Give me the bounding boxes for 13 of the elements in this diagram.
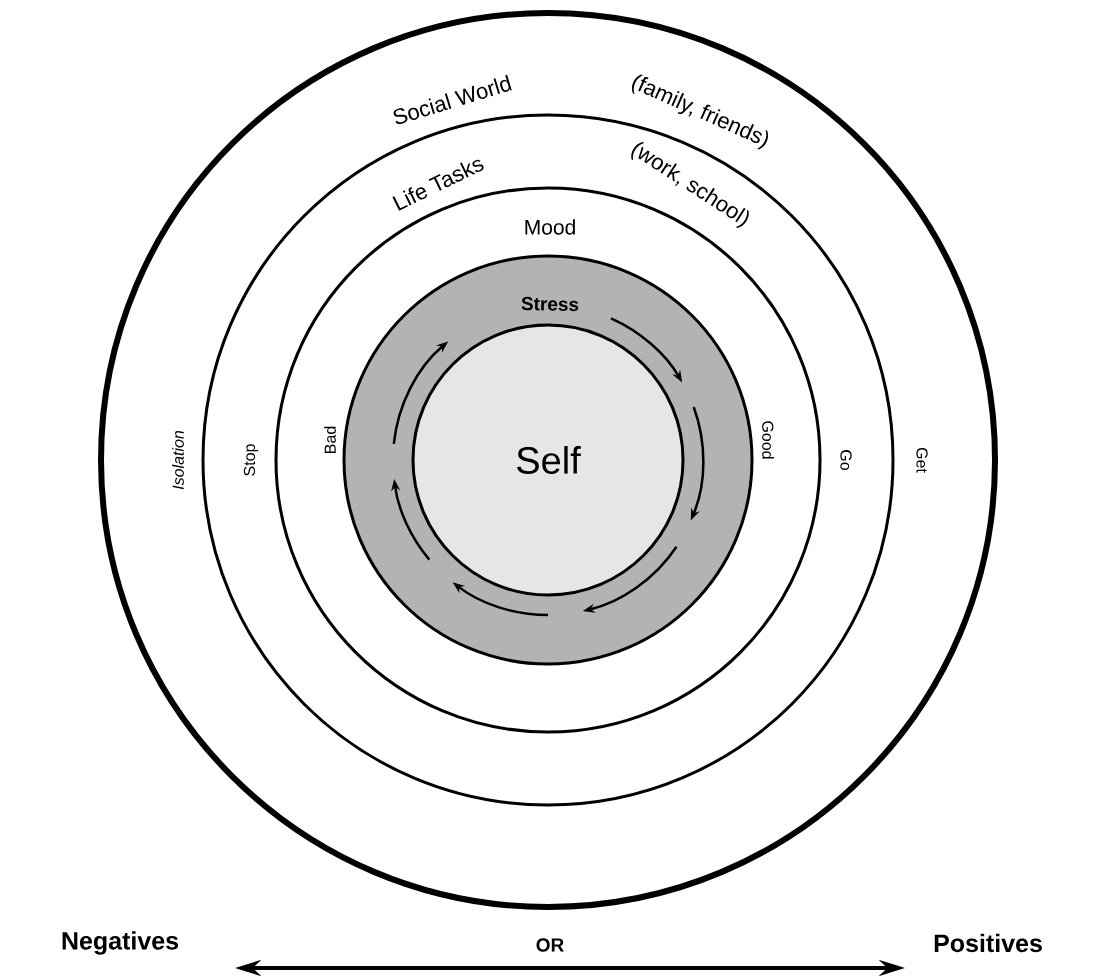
axis-label: Negatives [62, 931, 178, 955]
axis-label: Positives [934, 933, 1042, 953]
ring-label: Mood [525, 219, 575, 235]
ring-label: Stress [521, 296, 579, 312]
ring-label: Social World [393, 74, 512, 125]
ring-label: Good [762, 421, 774, 459]
ring-label: Get [916, 447, 928, 473]
ring-label: Bad [324, 426, 336, 453]
ring-label: Go [840, 450, 852, 470]
ring-label: Isolation [172, 430, 184, 490]
axis-label: OR [536, 938, 564, 952]
ring-label: Life Tasks [392, 159, 484, 211]
ring-label: Stop [243, 444, 259, 476]
